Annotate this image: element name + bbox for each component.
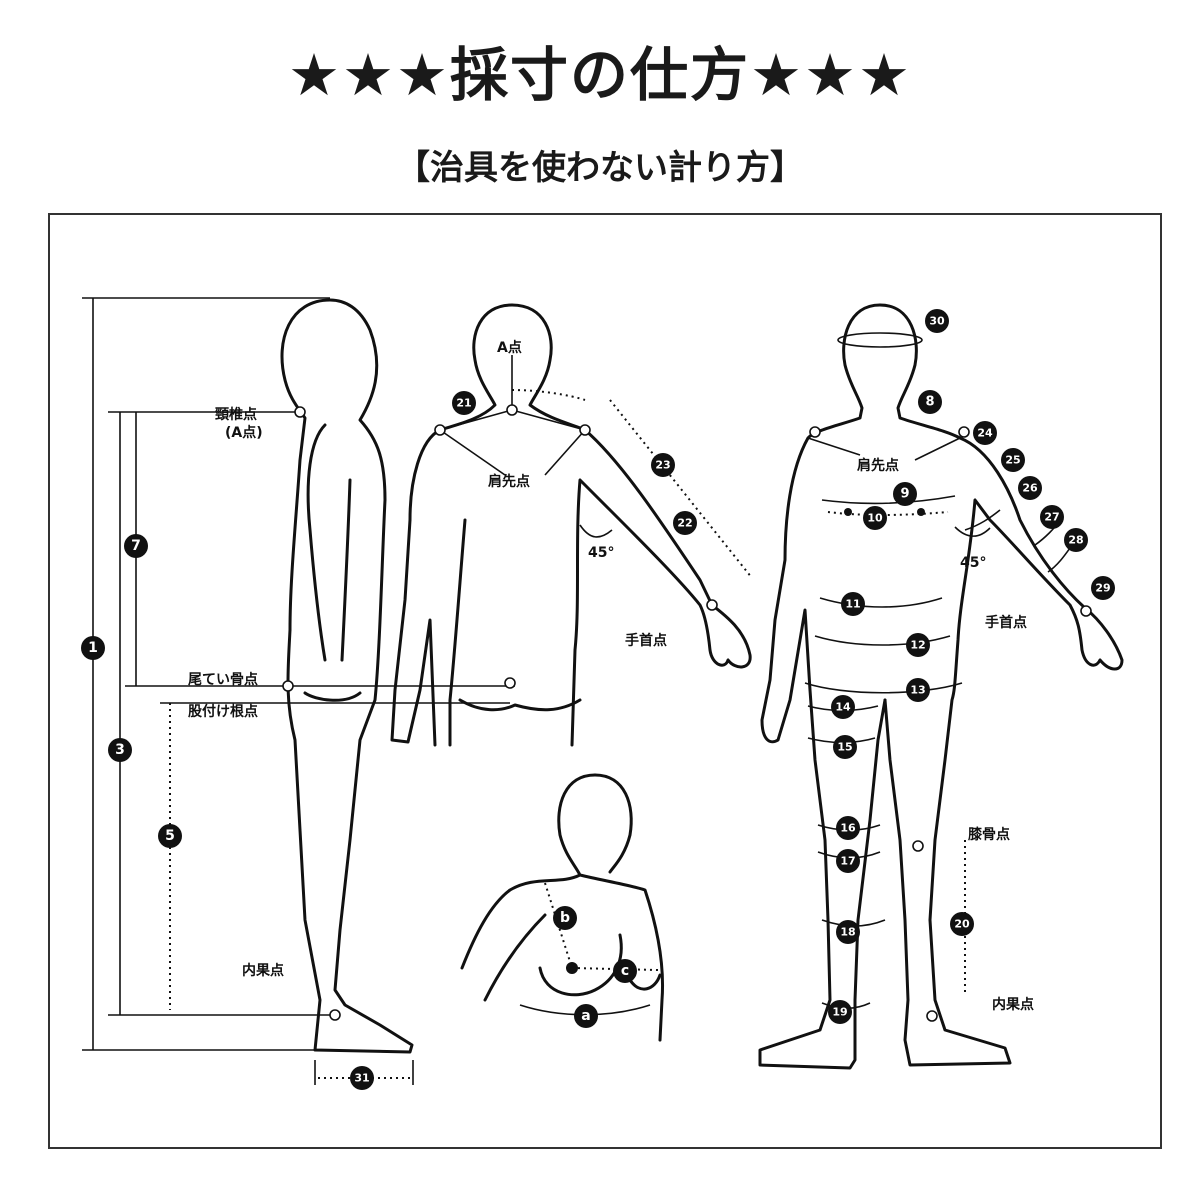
page-title: ★★★採寸の仕方★★★	[288, 41, 912, 109]
svg-text:21: 21	[456, 397, 471, 410]
back-view-figure	[303, 303, 752, 747]
badge-27: 27	[1040, 505, 1064, 529]
svg-text:a: a	[581, 1008, 590, 1024]
svg-text:1: 1	[88, 640, 98, 656]
svg-text:18: 18	[840, 926, 855, 939]
badge-c: c	[613, 959, 637, 983]
svg-text:20: 20	[954, 918, 970, 931]
badge-10: 10	[863, 506, 887, 530]
badge-7: 7	[124, 534, 148, 558]
badge-5: 5	[158, 824, 182, 848]
svg-text:27: 27	[1044, 511, 1059, 524]
badge-23: 23	[651, 453, 675, 477]
badge-8: 8	[918, 390, 942, 414]
svg-text:13: 13	[910, 684, 925, 697]
svg-text:b: b	[560, 910, 570, 926]
badge-3: 3	[108, 738, 132, 762]
badge-14: 14	[831, 695, 855, 719]
badge-17: 17	[836, 849, 860, 873]
tailbone-label: 尾てい骨点	[188, 671, 258, 688]
badge-20: 20	[950, 912, 974, 936]
svg-text:10: 10	[867, 512, 883, 525]
front-view-figure	[758, 303, 1124, 1070]
badge-21: 21	[452, 391, 476, 415]
badge-30: 30	[925, 309, 949, 333]
inner-ankle-label-right: 内果点	[992, 996, 1034, 1013]
shoulder-tip-label-back: 肩先点	[488, 473, 530, 490]
badge-28: 28	[1064, 528, 1088, 552]
a-point-label: A点	[497, 339, 522, 356]
badge-1: 1	[81, 636, 105, 660]
svg-text:16: 16	[840, 822, 856, 835]
svg-text:23: 23	[655, 459, 670, 472]
a-point-paren-label: (A点)	[225, 424, 263, 441]
svg-text:11: 11	[845, 598, 860, 611]
badge-15: 15	[833, 735, 857, 759]
svg-text:c: c	[621, 963, 629, 979]
svg-text:30: 30	[929, 315, 945, 328]
badge-26: 26	[1018, 476, 1042, 500]
page-subtitle: 【治具を使わない計り方】	[396, 148, 804, 188]
wrist-label-front: 手首点	[985, 614, 1027, 631]
wrist-label-back: 手首点	[625, 632, 667, 649]
badge-29: 29	[1091, 576, 1115, 600]
svg-text:19: 19	[832, 1006, 847, 1019]
svg-text:26: 26	[1022, 482, 1038, 495]
badge-9: 9	[893, 482, 917, 506]
diagram-frame	[48, 213, 1162, 1149]
svg-text:9: 9	[900, 487, 909, 502]
badge-11: 11	[841, 592, 865, 616]
badge-a: a	[574, 1004, 598, 1028]
badge-16: 16	[836, 816, 860, 840]
badge-b: b	[553, 906, 577, 930]
neck-vertebra-label: 頸椎点	[215, 406, 257, 423]
svg-text:17: 17	[840, 855, 855, 868]
bust-figure	[460, 773, 665, 1042]
svg-text:7: 7	[131, 538, 141, 554]
svg-text:28: 28	[1068, 534, 1083, 547]
angle-label-front: 45°	[960, 555, 986, 571]
svg-text:14: 14	[835, 701, 851, 714]
svg-text:29: 29	[1095, 582, 1110, 595]
badge-18: 18	[836, 920, 860, 944]
badge-25: 25	[1001, 448, 1025, 472]
svg-text:15: 15	[837, 741, 852, 754]
angle-label-back: 45°	[588, 545, 614, 561]
badge-31: 31	[350, 1066, 374, 1090]
badge-19: 19	[828, 1000, 852, 1024]
badge-24: 24	[973, 421, 997, 445]
badge-22: 22	[673, 511, 697, 535]
svg-text:31: 31	[354, 1072, 369, 1085]
knee-label: 膝骨点	[968, 826, 1010, 843]
svg-text:22: 22	[677, 517, 692, 530]
badge-13: 13	[906, 678, 930, 702]
svg-text:25: 25	[1005, 454, 1020, 467]
crotch-label: 股付け根点	[188, 703, 258, 720]
svg-text:12: 12	[910, 639, 925, 652]
svg-text:24: 24	[977, 427, 993, 440]
svg-text:3: 3	[115, 742, 125, 758]
shoulder-tip-label-front: 肩先点	[857, 457, 899, 474]
svg-text:8: 8	[925, 395, 934, 410]
inner-ankle-label-left: 内果点	[242, 962, 284, 979]
svg-text:5: 5	[165, 828, 175, 844]
badge-12: 12	[906, 633, 930, 657]
